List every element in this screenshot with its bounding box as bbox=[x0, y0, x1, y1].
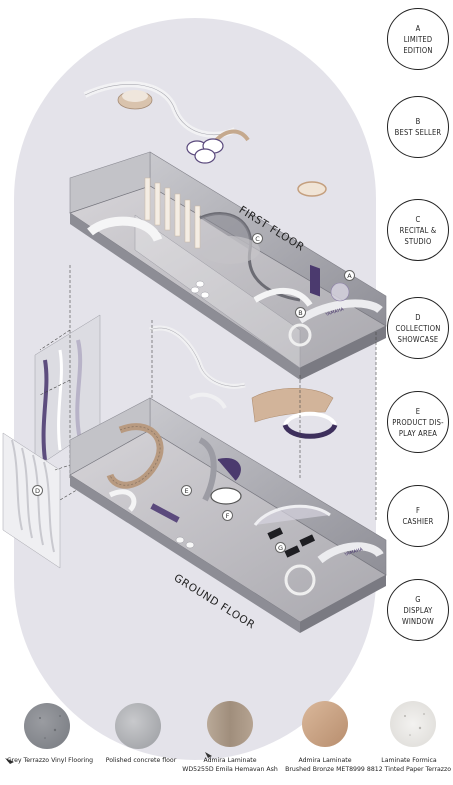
material-label-bronze-laminate: Admira Laminate Brushed Bronze MET8999 bbox=[285, 757, 365, 773]
swatch-terrazzo-paper bbox=[390, 701, 436, 747]
pianos bbox=[267, 527, 316, 558]
legend-desc: PRODUCT DIS- PLAY AREA bbox=[392, 417, 444, 438]
legend-desc: RECITAL & STUDIO bbox=[399, 225, 437, 246]
legend-circle-e: E PRODUCT DIS- PLAY AREA bbox=[387, 391, 449, 453]
spiral-staircase bbox=[106, 423, 164, 489]
legend-desc: BEST SELLER bbox=[394, 128, 442, 137]
swatch-bronze-laminate bbox=[302, 701, 348, 747]
first-floor-model: YAMAHA bbox=[69, 81, 387, 380]
wood-slats bbox=[144, 177, 201, 249]
legend-code: F bbox=[415, 506, 421, 515]
plan-marker-d: D bbox=[32, 485, 43, 496]
clover-fixture bbox=[186, 138, 224, 164]
showcase-panels bbox=[2, 314, 101, 569]
legend-circle-g: G DISPLAY WINDOW bbox=[387, 579, 449, 641]
swatch-polished-concrete bbox=[115, 703, 161, 749]
material-label-ash-laminate: Admira Laminate WD5255D Emila Hemavan As… bbox=[182, 757, 278, 773]
legend-code: E bbox=[415, 406, 421, 416]
material-label-grey-terrazzo: Grey Terrazzo Vinyl Flooring bbox=[6, 757, 94, 764]
legend-desc: COLLECTION SHOWCASE bbox=[395, 323, 441, 344]
legend-code: B bbox=[415, 117, 421, 126]
plan-marker-c: C bbox=[252, 233, 263, 244]
legend-code: C bbox=[415, 214, 421, 224]
plan-marker-a: A bbox=[344, 270, 355, 281]
ring-fixture bbox=[283, 411, 337, 427]
yamaha-band bbox=[297, 299, 383, 324]
wood-ceiling-panel bbox=[251, 387, 334, 423]
plan-marker-e: E bbox=[181, 485, 192, 496]
swatch-ash-laminate bbox=[207, 701, 253, 747]
material-label-polished-concrete: Polished concrete floor bbox=[105, 757, 177, 764]
material-swatches bbox=[5, 701, 436, 764]
swatch-grey-terrazzo bbox=[24, 703, 70, 749]
material-label-terrazzo-paper: Laminate Formica 8812 Tinted Paper Terra… bbox=[366, 757, 452, 773]
legend-circle-b: B BEST SELLER bbox=[387, 96, 449, 158]
legend-code: A bbox=[415, 23, 421, 33]
legend-desc: DISPLAY WINDOW bbox=[401, 605, 435, 626]
plan-marker-b: B bbox=[295, 307, 306, 318]
plan-marker-f: F bbox=[222, 510, 233, 521]
plan-marker-g: G bbox=[275, 542, 286, 553]
legend-code: G bbox=[415, 594, 421, 604]
legend-circle-d: D COLLECTION SHOWCASE bbox=[387, 297, 449, 359]
legend-code: D bbox=[415, 312, 421, 322]
legend-circle-a: A LIMITED EDITION bbox=[387, 8, 449, 70]
ground-floor-model: YAMAHA bbox=[69, 397, 387, 633]
legend-circle-f: F CASHIER bbox=[387, 485, 449, 547]
legend-desc: LIMITED EDITION bbox=[403, 34, 433, 55]
legend-desc: CASHIER bbox=[402, 517, 434, 526]
legend-circle-c: C RECITAL & STUDIO bbox=[387, 199, 449, 261]
